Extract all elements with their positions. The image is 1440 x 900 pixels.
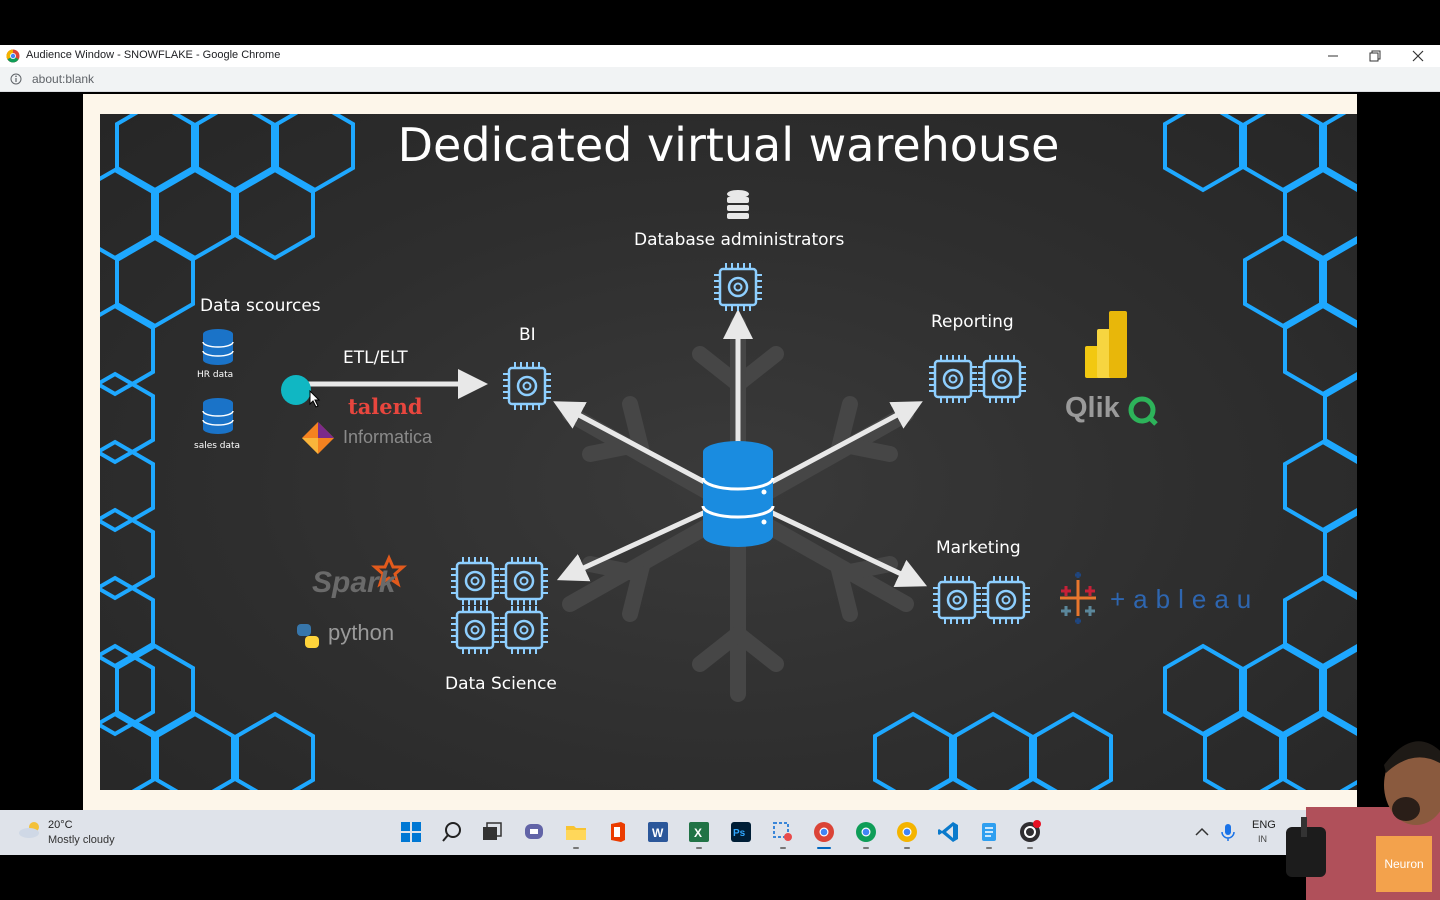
chrome-profile-3-icon[interactable] <box>895 820 919 844</box>
chrome-profile-2-icon[interactable] <box>854 820 878 844</box>
windows-start-icon[interactable] <box>399 820 423 844</box>
hexagon-pattern-left <box>100 372 315 790</box>
sales-data-label: sales data <box>194 441 241 451</box>
data-science-label: Data Science <box>445 674 557 694</box>
presentation-slide: Dedicated virtual warehouse Data scource… <box>100 114 1357 790</box>
teams-chat-icon[interactable] <box>522 820 546 844</box>
tableau-logo-text: +ableau <box>1110 584 1260 614</box>
office-icon[interactable] <box>605 820 629 844</box>
file-explorer-icon[interactable] <box>564 820 588 844</box>
snipping-tool-running-indicator <box>780 847 786 849</box>
spark-logo-text: Spark <box>312 566 396 599</box>
address-bar[interactable]: about:blank <box>0 67 1440 92</box>
chip-icon-marketing <box>931 574 1032 626</box>
svg-text:W: W <box>652 826 664 840</box>
browser-title-bar: Audience Window - SNOWFLAKE - Google Chr… <box>0 45 1440 67</box>
info-icon[interactable] <box>10 73 22 85</box>
sales-data-db-icon <box>202 397 234 435</box>
weather-description[interactable]: Mostly cloudy <box>48 834 115 846</box>
svg-text:X: X <box>694 826 702 840</box>
snipping-tool-icon[interactable] <box>771 820 795 844</box>
powerbi-logo <box>1085 311 1127 378</box>
spark-logo-star <box>371 554 407 588</box>
chip-icon-dba <box>712 261 764 313</box>
close-icon <box>1412 50 1424 62</box>
slide-title: Dedicated virtual warehouse <box>397 118 1060 172</box>
obs-icon[interactable] <box>1018 820 1042 844</box>
chip-icon-bi <box>501 360 553 412</box>
close-button[interactable] <box>1398 47 1438 65</box>
bi-label: BI <box>519 325 536 345</box>
connection-arrows <box>553 309 928 587</box>
language-region[interactable]: IN <box>1258 834 1267 844</box>
chrome-taskbar-icon[interactable] <box>812 820 836 844</box>
qlik-q-icon <box>1128 396 1158 426</box>
minimize-button[interactable] <box>1313 47 1353 65</box>
restore-button[interactable] <box>1355 47 1395 65</box>
chrome-icon <box>6 49 20 63</box>
chip-icon-reporting <box>927 353 1028 405</box>
hexagon-pattern-bottom <box>873 712 1113 790</box>
slide-graphics <box>100 114 1357 790</box>
etl-arrow <box>281 369 488 405</box>
mouse-cursor-icon <box>309 390 321 408</box>
central-database-icon <box>701 441 775 547</box>
vscode-icon[interactable] <box>936 820 960 844</box>
marketing-label: Marketing <box>936 538 1021 558</box>
chevron-up-icon[interactable] <box>1190 820 1214 844</box>
weather-temperature[interactable]: 20°C <box>48 819 73 831</box>
chrome-profile-2-running-indicator <box>863 847 869 849</box>
minimize-icon <box>1328 55 1338 57</box>
notepad-icon[interactable] <box>977 820 1001 844</box>
obs-running-indicator <box>1027 847 1033 849</box>
word-icon[interactable]: W <box>646 820 670 844</box>
excel-icon[interactable]: X <box>687 820 711 844</box>
window-title: Audience Window - SNOWFLAKE - Google Chr… <box>26 49 281 61</box>
informatica-logo-text: Informatica <box>343 427 433 447</box>
etl-label: ETL/ELT <box>343 348 408 368</box>
url-text[interactable]: about:blank <box>32 72 95 86</box>
hr-data-label: HR data <box>197 370 234 380</box>
language-indicator[interactable]: ENG <box>1252 819 1276 831</box>
restore-icon <box>1369 50 1381 62</box>
reporting-label: Reporting <box>931 312 1014 332</box>
microphone-icon[interactable] <box>1216 820 1240 844</box>
chip-icon-data-science <box>449 555 550 656</box>
dba-label: Database administrators <box>634 230 845 250</box>
notepad-running-indicator <box>986 847 992 849</box>
task-view-icon[interactable] <box>480 820 504 844</box>
informatica-logo <box>302 422 334 454</box>
file-explorer-running-indicator <box>573 847 579 849</box>
photoshop-icon[interactable]: Ps <box>729 820 753 844</box>
hr-data-db-icon <box>202 328 234 366</box>
excel-running-indicator <box>696 847 702 849</box>
tableau-logo-mark <box>1060 572 1096 624</box>
database-admin-stack-icon <box>727 190 749 219</box>
chrome-active-indicator <box>817 847 831 849</box>
qlik-logo-text: Qlik <box>1065 392 1120 424</box>
chrome-profile-3-running-indicator <box>904 847 910 849</box>
svg-text:Ps: Ps <box>733 828 746 839</box>
python-logo-text: python <box>328 620 395 645</box>
data-sources-label: Data scources <box>200 296 321 316</box>
weather-cloudy-icon[interactable] <box>18 820 44 840</box>
search-icon[interactable] <box>440 820 464 844</box>
windows-taskbar: 20°C Mostly cloudy W X Ps <box>0 810 1440 855</box>
python-logo <box>297 624 319 648</box>
talend-logo-text: talend <box>348 394 423 419</box>
neuron-brand-badge: Neuron <box>1376 836 1432 892</box>
